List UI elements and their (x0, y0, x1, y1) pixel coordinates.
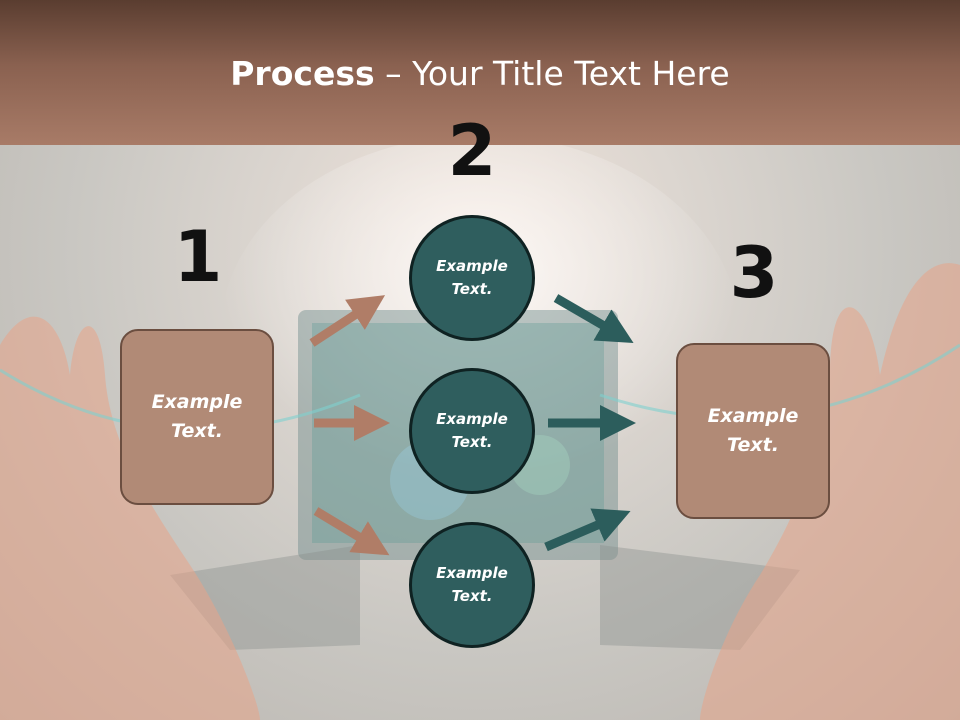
arrow-circle1-to-box3 (553, 294, 634, 344)
step-3-box: Example Text. (676, 343, 830, 519)
header-band (0, 0, 960, 145)
arrow-circle3-to-box3 (544, 508, 631, 552)
step-3-text: Example Text. (707, 405, 799, 456)
arrow-box1-to-circle1 (309, 295, 386, 347)
step-1-box: Example Text. (120, 329, 274, 505)
circle-2-text: Example Text. (436, 410, 508, 451)
step-2-circle-bottom: Example Text. (409, 522, 535, 648)
step-number-2: 2 (447, 110, 497, 192)
circle-1-text: Example Text. (436, 257, 508, 298)
slide-title: Process – Your Title Text Here (0, 52, 960, 96)
arrow-box1-to-circle3 (313, 507, 390, 556)
step-2-circle-top: Example Text. (409, 215, 535, 341)
step-number-3: 3 (729, 232, 779, 314)
background-image (0, 145, 960, 720)
title-bold: Process (230, 54, 375, 93)
circle-3-text: Example Text. (436, 564, 508, 605)
step-2-circle-middle: Example Text. (409, 368, 535, 494)
title-rest: – Your Title Text Here (374, 54, 730, 93)
step-number-1: 1 (173, 216, 223, 298)
step-1-text: Example Text. (151, 391, 243, 442)
